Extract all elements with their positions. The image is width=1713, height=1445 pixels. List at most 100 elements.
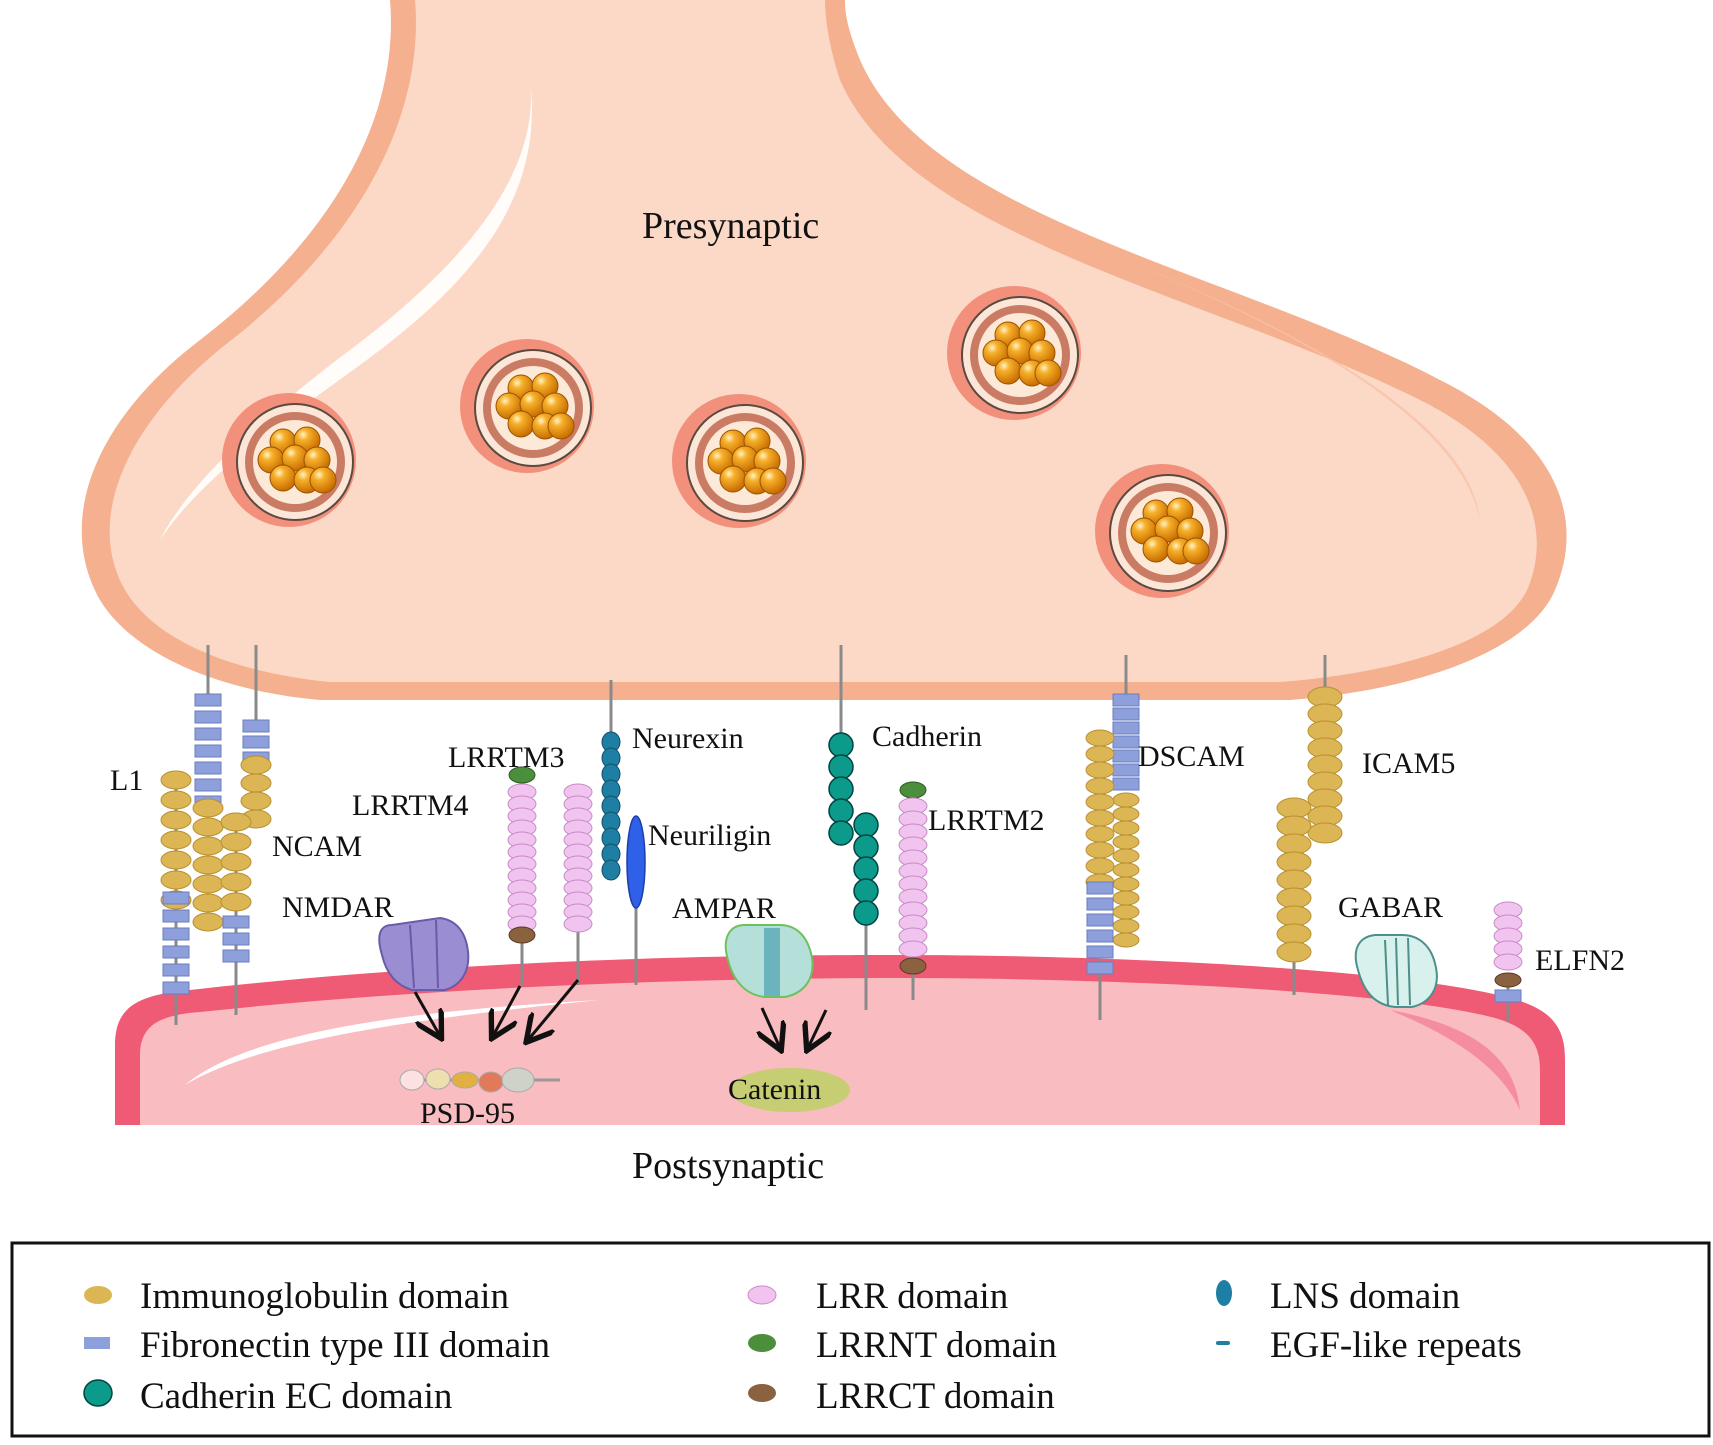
dscam-post-ig-domain [1085, 761, 1115, 779]
label-lrrtm2: LRRTM2 [928, 804, 1045, 837]
label-lrrtm3: LRRTM3 [448, 741, 565, 774]
dscam-post-fn3-domain [1086, 881, 1114, 895]
ncam-post-fn3-domain [222, 932, 250, 946]
dscam-post-fn3-domain [1086, 929, 1114, 943]
l1-ig-domain [160, 790, 192, 810]
ncam-pre-fn3-domain [194, 693, 222, 707]
dscam-post-ig-domain [1085, 793, 1115, 811]
legend-item-lrrnt: LRRNT domain [816, 1325, 1057, 1366]
gabar-receptor [1354, 934, 1438, 1008]
lrrnt-domain-icon [748, 1334, 776, 1352]
label-cadherin: Cadherin [872, 720, 982, 753]
neurotransmitter-ball [507, 410, 535, 438]
dscam-pre-ig-domain [1112, 890, 1140, 906]
legend-item-egf: EGF-like repeats [1270, 1325, 1522, 1366]
ncam-pre-fn3-domain [194, 778, 222, 792]
cadherin-pre-ec-domain [828, 820, 854, 846]
neurotransmitter-ball [1034, 359, 1062, 387]
dscam-post-ig-domain [1085, 745, 1115, 763]
nmdar-receptor [378, 916, 470, 991]
dscam-post-ig-domain [1085, 841, 1115, 859]
ncam-pre-fn3-domain [194, 727, 222, 741]
label-neurexin: Neurexin [632, 722, 744, 755]
icam5-pre-ig-domain [1307, 822, 1343, 844]
cadherin-pre-ec-domain [828, 732, 854, 758]
dscam-post-fn3-domain [1086, 913, 1114, 927]
legend-item-lrr: LRR domain [816, 1276, 1008, 1317]
ncam-pre-ig-domain [192, 855, 224, 875]
psd95-complex [399, 1067, 560, 1093]
synaptic-vesicle [947, 286, 1081, 420]
legend-item-lrrct: LRRCT domain [816, 1376, 1055, 1417]
elfn2-lrr-domain [1493, 953, 1523, 971]
ncam-pre-ig-domain [192, 912, 224, 932]
synaptic-vesicle [672, 394, 806, 528]
icam5-post-ig-domain [1276, 797, 1312, 819]
neuriligin-domain [626, 815, 646, 909]
dscam-pre-ig-domain [1112, 876, 1140, 892]
l1-ig-domain [160, 870, 192, 890]
dscam-post-ig-domain [1085, 809, 1115, 827]
neurotransmitter-ball [1142, 535, 1170, 563]
lrrtm3-lrrnt-domain [508, 766, 536, 784]
dscam-pre-fn3-domain [1112, 749, 1140, 763]
icam5-post-ig-domain [1276, 815, 1312, 837]
dscam-pre-fn3-domain [1112, 763, 1140, 777]
dscam-post-fn3-domain [1086, 897, 1114, 911]
dscam-pre-fn3-domain [1112, 721, 1140, 735]
ncam-pre-fn3-domain [194, 710, 222, 724]
icam5-post-ig-domain [1276, 905, 1312, 927]
synaptic-vesicle [1095, 464, 1229, 598]
l1-fn3-domain [162, 945, 190, 959]
lrrtm2-lrrct-domain [899, 957, 927, 975]
dscam-post-fn3-domain [1086, 945, 1114, 959]
lrrtm4-lrr-domain [563, 915, 593, 933]
legend-item-lns: LNS domain [1270, 1276, 1460, 1317]
neurexin-lns-domain [601, 859, 621, 881]
label-psd95: PSD-95 [420, 1097, 515, 1130]
lrr-domain-icon [747, 1285, 777, 1305]
ncam-post-fn3-domain [222, 915, 250, 929]
label-elfn2: ELFN2 [1535, 944, 1625, 977]
l1-fn3-domain [162, 891, 190, 905]
lrrct-domain-icon [748, 1384, 776, 1402]
cadherin-ec-domain-icon [83, 1379, 113, 1407]
l1-fn3-domain [162, 981, 190, 995]
icam5-post-ig-domain [1276, 851, 1312, 873]
label-lrrtm4: LRRTM4 [352, 789, 469, 822]
dscam-pre-ig-domain [1112, 834, 1140, 850]
synaptic-vesicle [222, 393, 356, 527]
presynaptic-terminal [81, 0, 1567, 700]
neurotransmitter-ball [309, 466, 337, 494]
icam5-post-ig-domain [1276, 923, 1312, 945]
cadherin-pre-ec-domain [828, 754, 854, 780]
icam5-post-ig-domain [1276, 941, 1312, 963]
ncam-pre2-ig-domain [240, 773, 272, 793]
ncam-post-ig-domain [220, 892, 252, 912]
ncam-pre-ig-domain [192, 893, 224, 913]
ncam-pre2-fn3-domain [242, 735, 270, 749]
label-neuriligin: Neuriligin [648, 819, 771, 852]
dscam-pre-ig-domain [1112, 904, 1140, 920]
dscam-post-ig-domain [1085, 777, 1115, 795]
dscam-pre-ig-domain [1112, 792, 1140, 808]
dscam-pre-fn3-domain [1112, 693, 1140, 707]
dscam-post-ig-domain [1085, 825, 1115, 843]
cadherin-pre-ec-domain [828, 798, 854, 824]
adhesion-molecules [160, 645, 1523, 1025]
label-icam5: ICAM5 [1362, 747, 1455, 780]
cadherin-post-ec-domain [853, 878, 879, 904]
neurotransmitter-ball [759, 467, 787, 495]
dscam-pre-ig-domain [1112, 820, 1140, 836]
ncam-pre-ig-domain [192, 874, 224, 894]
postsynaptic-highlight-right [1390, 1010, 1520, 1110]
neurotransmitter-ball [994, 357, 1022, 385]
l1-ig-domain [160, 810, 192, 830]
l1-fn3-domain [162, 927, 190, 941]
dscam-pre-fn3-domain [1112, 735, 1140, 749]
synaptic-vesicles [222, 286, 1229, 598]
neurotransmitter-ball [719, 465, 747, 493]
dscam-pre-fn3-domain [1112, 777, 1140, 791]
cadherin-post-ec-domain [853, 900, 879, 926]
